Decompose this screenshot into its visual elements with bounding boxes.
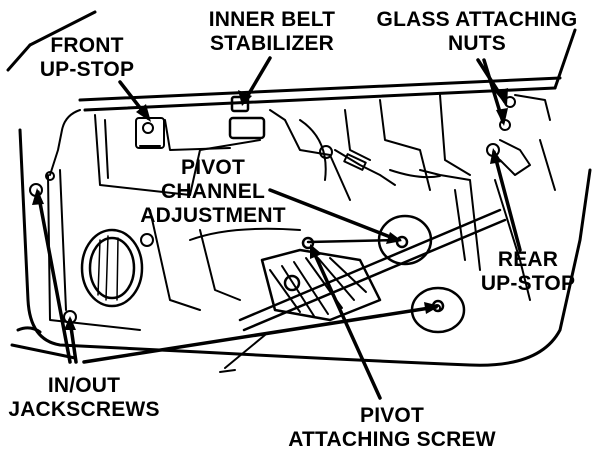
front-up-stop-label-line1: FRONT	[50, 34, 124, 57]
front-up-stop-label-line2: UP-STOP	[39, 58, 135, 81]
pivot-attaching-screw-label-line1: PIVOT	[359, 404, 424, 427]
pivot-channel-arrowhead	[386, 232, 402, 244]
inner-belt-stabilizer-label: INNER BELT STABILIZER	[192, 8, 352, 56]
rear-up-stop-label-line1: REAR	[497, 248, 559, 271]
in-out-jackscrews-label-line2: JACKSCREWS	[8, 398, 160, 421]
rear-up-stop-label: REAR UP-STOP	[468, 248, 588, 296]
glass-nuts-arrowhead-a	[495, 88, 508, 106]
in-out-jackscrews-label-line1: IN/OUT	[47, 374, 121, 397]
door-panel-outline	[10, 128, 592, 367]
rear-up-stop-leader	[492, 150, 522, 252]
arrowheads	[32, 88, 508, 330]
door-top-edge	[6, 10, 577, 112]
jackscrews-leader-a	[36, 190, 72, 364]
pivot-channel-leader	[268, 188, 400, 242]
pivot-channel-adjustment-label-line1: PIVOT	[180, 156, 245, 179]
window-regulator	[238, 208, 507, 332]
pivot-attaching-screw-arrowhead	[310, 244, 322, 259]
glass-attaching-nuts-label-line2: NUTS	[448, 32, 506, 55]
inner-belt-stabilizer-label-line2: STABILIZER	[209, 32, 335, 55]
rear-glass-hardware	[486, 94, 551, 176]
rear-up-stop-label-line2: UP-STOP	[480, 272, 576, 295]
inner-belt-stabilizer-arrowhead	[238, 90, 252, 106]
pivot-channel-adjustment-label-line3: ADJUSTMENT	[140, 204, 286, 227]
glass-nuts-arrowhead-b	[496, 108, 508, 126]
in-out-jackscrews-label: IN/OUT JACKSCREWS	[4, 374, 164, 422]
jackscrews-arrowhead-b	[64, 316, 76, 330]
glass-attaching-nuts-label: GLASS ATTACHING NUTS	[362, 8, 592, 56]
rear-up-stop-arrowhead	[490, 148, 502, 164]
jackscrews-leader-c	[82, 305, 438, 364]
jackscrews-arrowhead-c	[424, 302, 440, 314]
door-cable	[219, 145, 441, 373]
pivot-channel-adjustment-label-line2: CHANNEL	[160, 180, 266, 203]
pivot-attaching-screw-label-line2: ATTACHING SCREW	[288, 428, 496, 451]
pivot-channel-adjustment-label: PIVOT CHANNEL ADJUSTMENT	[128, 156, 298, 228]
glass-attaching-nuts-label-line1: GLASS ATTACHING	[376, 8, 578, 31]
pivot-attaching-screw-leader	[310, 246, 382, 400]
front-up-stop-label: FRONT UP-STOP	[12, 34, 162, 82]
pivot-attaching-screw-label: PIVOT ATTACHING SCREW	[272, 404, 512, 452]
inner-panel-structure	[47, 94, 556, 331]
speaker-opening	[80, 228, 144, 308]
jackscrews-arrowhead-a	[32, 188, 44, 205]
front-up-stop-bracket	[135, 117, 165, 149]
inner-belt-stabilizer-label-line1: INNER BELT	[208, 8, 336, 31]
wire-harness	[45, 109, 81, 181]
front-up-stop-arrowhead	[136, 104, 151, 122]
